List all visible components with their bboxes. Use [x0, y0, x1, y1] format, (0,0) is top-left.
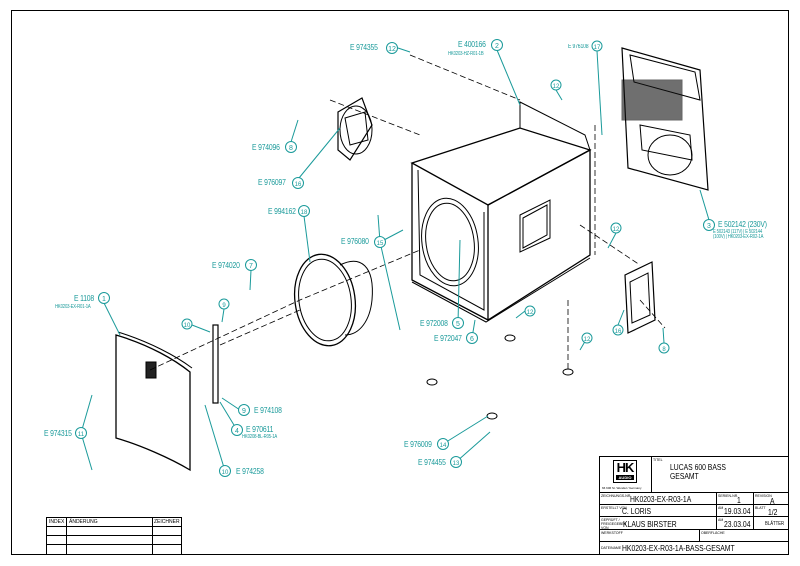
- callout-part-label: E 502142 (230V): [718, 220, 767, 229]
- logo-cell: HK AUDIO 66 606 St. Wendel / Germany: [600, 457, 652, 493]
- callout-sub-label: E 502143 (117V) | E 502144 (100V) | HK02…: [713, 229, 764, 240]
- callout-sub-label: HK0203-EX-R01-1A: [55, 304, 91, 310]
- callout-part-label: E 976009: [404, 440, 432, 449]
- callout-number: 5: [456, 321, 460, 328]
- revision-row: [47, 527, 181, 536]
- callout-part-label: E 972047: [434, 334, 462, 343]
- callout-part-label: E 974020: [212, 261, 240, 270]
- revision-table: INDEX ÄNDERUNG ZEICHNER: [46, 517, 182, 555]
- callout-number: 9: [222, 303, 226, 309]
- callout-number: 1: [102, 296, 106, 303]
- callout-number: 12: [527, 310, 534, 316]
- assembly-lines: [149, 54, 666, 371]
- connector-plate-drawing: [624, 261, 656, 334]
- callout-number: 16: [295, 182, 302, 188]
- callout-leaders: [75, 39, 715, 477]
- callout-number: 15: [377, 241, 384, 247]
- handle-strip-drawing: [212, 324, 219, 404]
- callout-number: 10: [222, 470, 229, 476]
- callout-part-label: E 976080: [341, 237, 369, 246]
- checked-by: KLAUS BIRSTER: [623, 520, 677, 529]
- callout-number: 17: [594, 45, 601, 51]
- title-block: HK AUDIO 66 606 St. Wendel / Germany TIT…: [599, 456, 789, 555]
- callout-number: 12: [388, 46, 396, 53]
- material-label: WERKSTOFF: [601, 531, 623, 535]
- revision-value: A: [770, 497, 775, 506]
- callout-part-label: E 970611: [246, 425, 274, 434]
- surface-label: OBERFLÄCHE: [701, 531, 725, 535]
- callout-sub-label: HK0208-BL-R05-1A: [242, 434, 278, 440]
- callout-part-label: E 974108: [254, 406, 282, 415]
- callout-number: 12: [613, 227, 620, 233]
- callout-number: 18: [301, 210, 308, 216]
- callout-part-label: E 974315: [44, 429, 72, 438]
- callout-part-label: E 972008: [420, 319, 448, 328]
- callout-number: 7: [249, 263, 253, 270]
- callout-number: 9: [242, 408, 246, 415]
- sheet-number: 1/2: [768, 508, 778, 517]
- series-number: 1: [737, 496, 741, 505]
- callout-part-label: E 976097: [258, 178, 286, 187]
- file-name: HK0203-EX-R03-1A-BASS-GESAMT: [622, 544, 735, 553]
- checked-date: 23.03.04: [724, 520, 751, 529]
- callout-number: 8: [662, 347, 666, 353]
- callout-number: 16: [615, 329, 622, 335]
- callout-number: 12: [553, 84, 560, 90]
- drawing-title-line1: LUCAS 600 BASS: [670, 463, 726, 472]
- callout-number: 11: [78, 432, 85, 438]
- callout-part-label: E 974096: [252, 143, 280, 152]
- revision-header-change: ÄNDERUNG: [69, 519, 98, 525]
- drawing-title-line2: GESAMT: [670, 472, 699, 481]
- feet-drawing: [426, 334, 574, 420]
- callout-part-label: E 974455: [418, 458, 446, 467]
- callout-number: 13: [453, 461, 460, 467]
- callout-number: 4: [235, 428, 239, 435]
- callout-number: 14: [440, 443, 447, 449]
- woofer-drawing: [293, 253, 373, 347]
- revision-row: [47, 545, 181, 554]
- callout-sub-label: HK0203-HZ-R01-1B: [448, 51, 484, 57]
- callout-number: 6: [470, 336, 474, 343]
- cabinet-drawing: [410, 101, 592, 323]
- callout-part-label: E 974355: [350, 43, 378, 52]
- callout-part-label: E 976108: [568, 44, 589, 50]
- revision-header-index: INDEX: [49, 519, 65, 525]
- sheets-label: BLÄTTER: [765, 521, 785, 527]
- callout-part-label: E 1108: [74, 294, 95, 303]
- created-date: 19.03.04: [724, 507, 751, 516]
- callout-part-label: E 400166: [458, 40, 486, 49]
- grille-drawing: [115, 331, 193, 472]
- callout-number: 2: [495, 43, 499, 50]
- callout-numbers: 12 2 17 12 8 16 3 18 15 7 12 1 9 10 5 6 …: [78, 43, 711, 476]
- callout-number: 12: [584, 337, 591, 343]
- created-by: C. LORIS: [622, 507, 652, 516]
- callout-number: 10: [184, 323, 191, 329]
- horn-driver-drawing: [337, 97, 373, 161]
- callout-part-label: E 974258: [236, 467, 264, 476]
- revision-header-row: INDEX ÄNDERUNG ZEICHNER: [47, 518, 181, 527]
- callout-number: 8: [289, 145, 293, 152]
- revision-header-drafter: ZEICHNER: [154, 519, 180, 525]
- logo-caption: 66 606 St. Wendel / Germany: [602, 486, 642, 490]
- drawing-number: HK0203-EX-R03-1A: [630, 495, 692, 504]
- drawing-frame: [11, 10, 789, 555]
- title-cell: TITEL LUCAS 600 BASS GESAMT: [652, 457, 789, 493]
- callout-number: 3: [707, 223, 711, 230]
- hk-logo: HK AUDIO: [613, 460, 637, 483]
- revision-row: [47, 536, 181, 545]
- amplifier-module-drawing: [621, 47, 709, 191]
- callout-part-label: E 994162: [268, 207, 296, 216]
